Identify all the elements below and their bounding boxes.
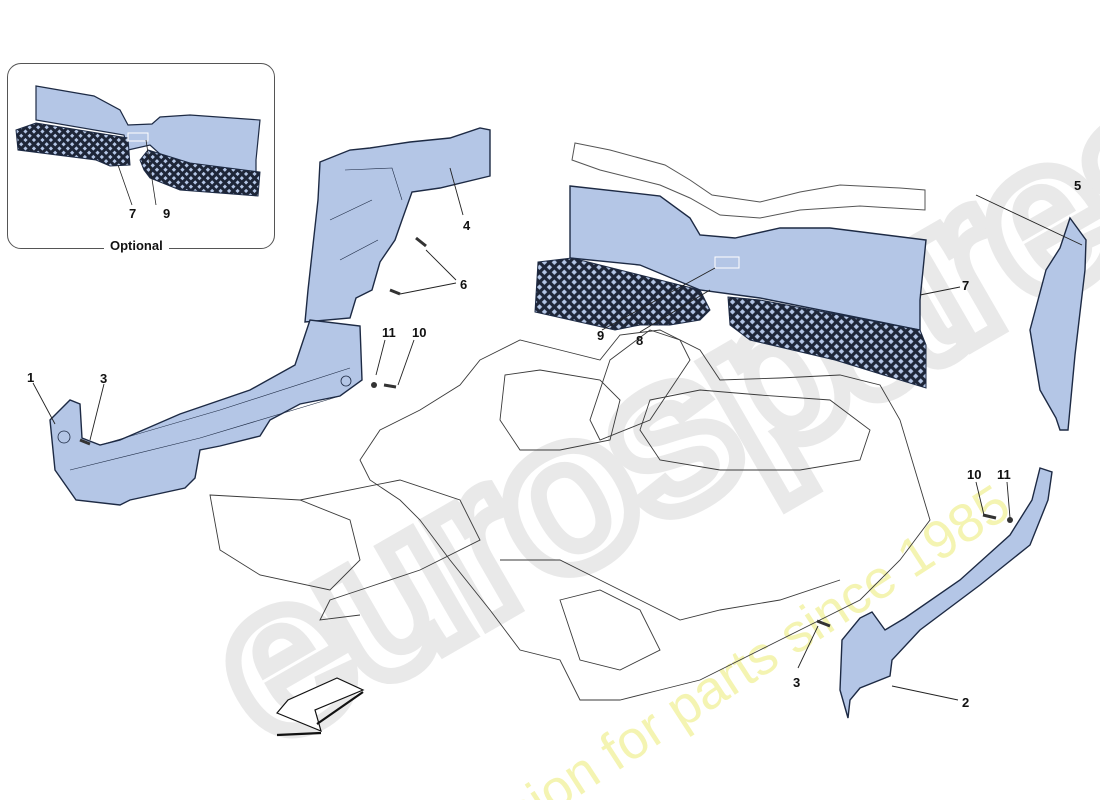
inset-callout-9: 9 (163, 206, 171, 221)
callout-8: 8 (636, 333, 644, 348)
callout-3-left: 3 (100, 371, 108, 386)
callout-4: 4 (463, 218, 471, 233)
car-floor-structure (209, 329, 931, 701)
forward-direction-arrow (276, 677, 365, 737)
callout-9: 9 (597, 328, 605, 343)
callout-10-right: 10 (967, 467, 982, 482)
callout-6: 6 (460, 277, 468, 292)
callout-2: 2 (962, 695, 970, 710)
part-1-left-sill-trim (49, 319, 363, 506)
part-5-right-pillar-trim (1029, 216, 1087, 431)
callout-10-left: 10 (412, 325, 427, 340)
inset-caption: Optional (104, 238, 169, 253)
callout-11-left: 11 (382, 325, 396, 340)
callout-3-right: 3 (793, 675, 801, 690)
inset-callout-7: 7 (129, 206, 137, 221)
leader-lines (32, 167, 1083, 701)
part-7-floor-mat (534, 185, 927, 389)
callout-11-right: 11 (997, 467, 1011, 482)
callout-7: 7 (962, 278, 970, 293)
callout-1: 1 (27, 370, 35, 385)
part-2-right-sill-trim (839, 467, 1053, 719)
callout-5: 5 (1074, 178, 1082, 193)
